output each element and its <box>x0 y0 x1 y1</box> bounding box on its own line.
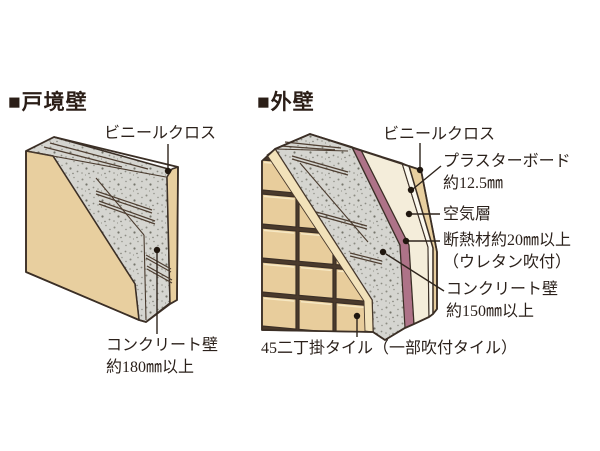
plasterboard-leader-line <box>412 165 442 190</box>
air-layer-label: 空気層 <box>443 206 492 223</box>
party-concrete-dot <box>153 246 161 254</box>
plasterboard-label: プラスターボード 約12.5㎜ <box>443 151 571 195</box>
party-vinyl-dot <box>164 167 172 175</box>
party-wall-title: ■戸境壁 <box>8 90 88 114</box>
exterior-concrete-label: コンクリート壁 約150㎜以上 <box>446 279 558 323</box>
exterior-wall-drawing <box>261 133 445 341</box>
exterior-concrete-dot <box>379 248 387 256</box>
party-vinyl-label: ビニールクロス <box>104 125 217 142</box>
party-concrete-label-line1: コンクリート壁 <box>106 337 219 354</box>
exterior-concrete-label-line2: 約150㎜以上 <box>446 303 535 320</box>
air-layer-dot <box>405 210 413 218</box>
tile-label: 45二丁掛タイル（一部吹付タイル） <box>261 340 518 357</box>
exterior-vinyl-dot <box>416 166 424 174</box>
party-concrete-label-line2: 約180㎜以上 <box>106 359 195 376</box>
insulation-dot <box>402 237 410 245</box>
insulation-label-line1: 断熱材約20㎜以上 <box>443 232 572 249</box>
party-concrete-label: コンクリート壁 約180㎜以上 <box>106 335 218 379</box>
party-wall-drawing <box>25 136 179 334</box>
plasterboard-dot <box>407 186 415 194</box>
exterior-vinyl-label: ビニールクロス <box>383 126 496 143</box>
plasterboard-label-line2: 約12.5㎜ <box>443 175 504 192</box>
insulation-label-line2: （ウレタン吹付） <box>443 254 572 271</box>
tile-dot <box>353 312 361 320</box>
exterior-concrete-label-line1: コンクリート壁 <box>446 281 559 298</box>
plasterboard-label-line1: プラスターボード <box>443 153 571 170</box>
insulation-label: 断熱材約20㎜以上 （ウレタン吹付） <box>443 230 571 274</box>
exterior-wall-title: ■外壁 <box>257 90 315 114</box>
exterior-concrete-leader-line <box>385 253 445 292</box>
